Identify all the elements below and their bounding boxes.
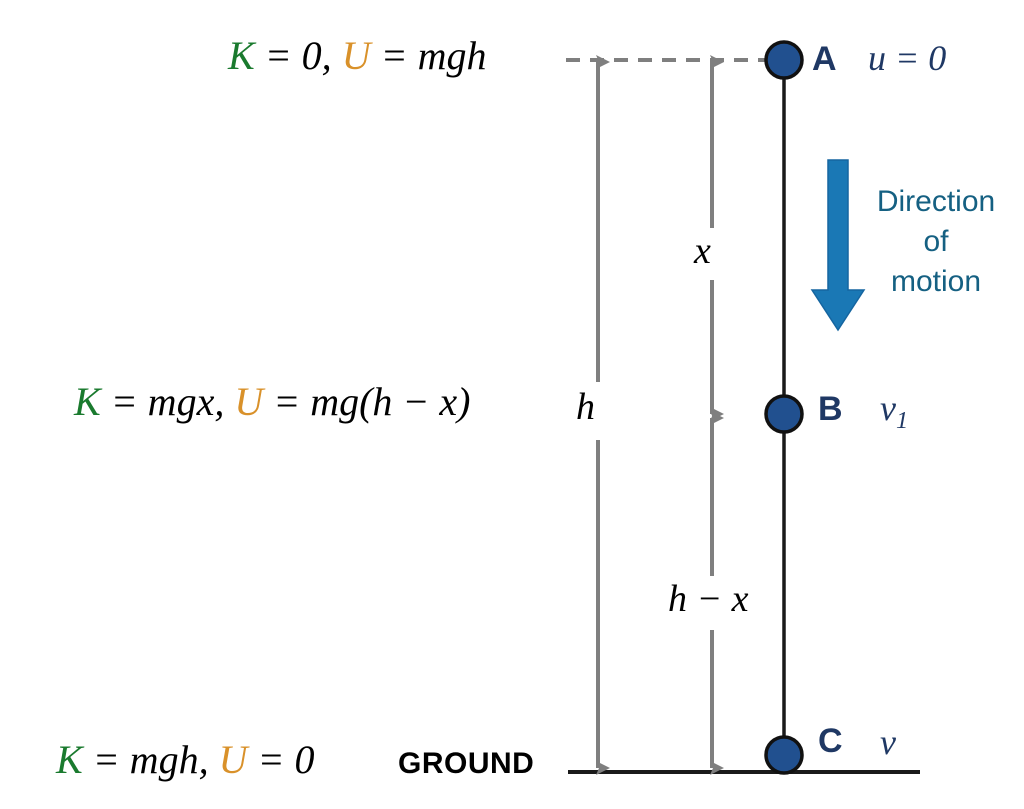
dimension-label-h: h (576, 386, 595, 428)
distance-x-dimension-arrow (690, 55, 734, 421)
ball-marker-A (764, 40, 804, 80)
potential-expression-middle: = mg(h − x) (263, 379, 471, 424)
dimension-label-x: x (694, 230, 711, 272)
kinetic-symbol-middle: K (74, 379, 101, 424)
distance-h-minus-x-dimension-arrow (662, 411, 762, 775)
caption-line-2: of (923, 224, 949, 258)
kinetic-symbol-bottom: K (56, 737, 83, 782)
potential-expression-top: = mgh (370, 33, 487, 78)
ball-marker-B (764, 394, 804, 434)
ground-label: GROUND (398, 747, 535, 780)
velocity-label-C: v (880, 722, 896, 762)
potential-symbol-top: U (341, 33, 371, 78)
kinetic-expression-bottom: = mgh, (82, 737, 219, 782)
caption-line-3: motion (890, 264, 982, 298)
point-label-B: B (818, 390, 843, 428)
direction-of-motion-caption: Direction of motion (856, 182, 1016, 302)
velocity-symbol-B: v (880, 388, 896, 428)
velocity-subscript-B: 1 (895, 406, 909, 434)
potential-expression-bottom: = 0 (247, 737, 315, 782)
energy-equation-at-B: K = mgx, U = mg(h − x) (74, 382, 470, 422)
caption-line-1: Direction (876, 185, 996, 218)
kinetic-expression-middle: = mgx, (100, 379, 235, 424)
point-label-C: C (818, 722, 843, 760)
velocity-label-A: u = 0 (868, 38, 947, 78)
potential-symbol-bottom: U (218, 737, 248, 782)
ball-marker-C (764, 735, 804, 775)
potential-symbol-middle: U (234, 379, 264, 424)
dimension-label-h-minus-x: h − x (668, 578, 749, 620)
kinetic-expression-top: = 0, (254, 33, 342, 78)
energy-equation-at-A: K = 0, U = mgh (228, 36, 486, 76)
energy-equation-at-C: K = mgh, U = 0 (56, 740, 314, 780)
kinetic-symbol-top: K (228, 33, 255, 78)
height-h-dimension-arrow (572, 55, 624, 775)
velocity-label-B: v1 (880, 390, 908, 433)
point-label-A: A (812, 40, 837, 78)
direction-of-motion-arrow-icon (810, 159, 866, 332)
